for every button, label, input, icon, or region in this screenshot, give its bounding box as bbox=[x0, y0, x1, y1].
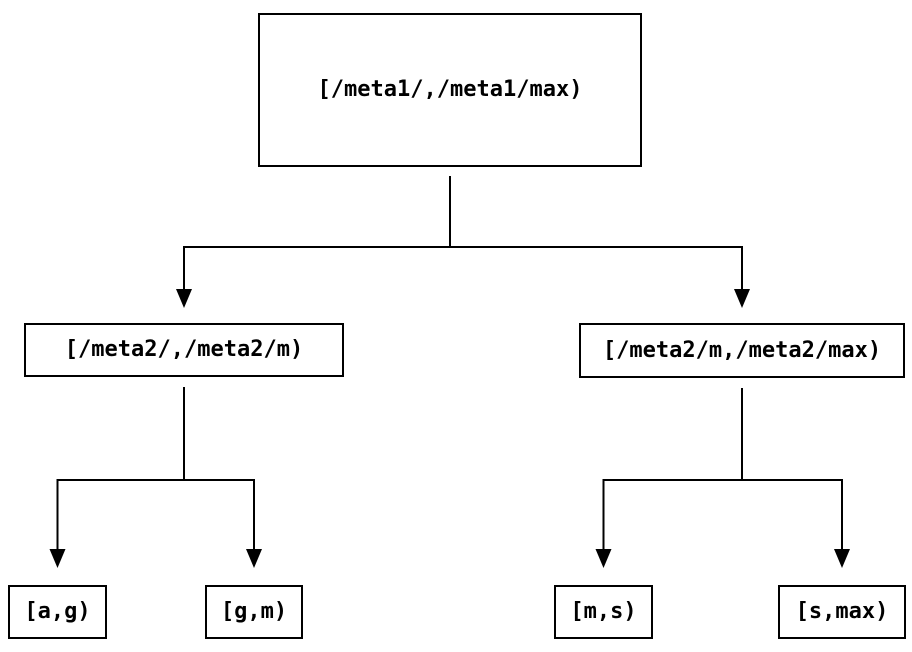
tree-node-meta2-left: [/meta2/,/meta2/m) bbox=[24, 323, 344, 377]
edge-root-to-children bbox=[176, 176, 750, 308]
arrowhead-down-icon bbox=[595, 549, 612, 568]
arrowhead-down-icon bbox=[246, 549, 262, 568]
node-label: [m,s) bbox=[570, 599, 637, 624]
node-label: [/meta2/,/meta2/m) bbox=[64, 337, 304, 362]
node-label: [/meta1/,/meta1/max) bbox=[317, 77, 583, 102]
tree-node-leaf-gm: [g,m) bbox=[205, 585, 303, 639]
tree-node-meta2-right: [/meta2/m,/meta2/max) bbox=[579, 323, 905, 378]
arrowhead-down-icon bbox=[176, 289, 192, 308]
arrowhead-down-icon bbox=[834, 549, 850, 568]
edge-meta2-left-branch bbox=[56, 479, 255, 549]
edge-meta2-right-branch bbox=[602, 479, 843, 549]
tree-node-leaf-ag: [a,g) bbox=[8, 585, 107, 639]
edge-meta2-left-to-children bbox=[49, 387, 262, 568]
tree-node-leaf-ms: [m,s) bbox=[554, 585, 653, 639]
node-label: [/meta2/m,/meta2/max) bbox=[602, 337, 882, 363]
tree-node-leaf-smax: [s,max) bbox=[778, 585, 906, 639]
edge-meta2-right-to-children bbox=[595, 388, 850, 568]
node-label: [s,max) bbox=[795, 599, 889, 624]
edge-root-branch bbox=[183, 246, 743, 289]
tree-node-root: [/meta1/,/meta1/max) bbox=[258, 13, 642, 167]
node-label: [a,g) bbox=[24, 599, 91, 624]
arrowhead-down-icon bbox=[49, 549, 66, 568]
arrowhead-down-icon bbox=[734, 289, 750, 308]
node-label: [g,m) bbox=[220, 599, 288, 624]
